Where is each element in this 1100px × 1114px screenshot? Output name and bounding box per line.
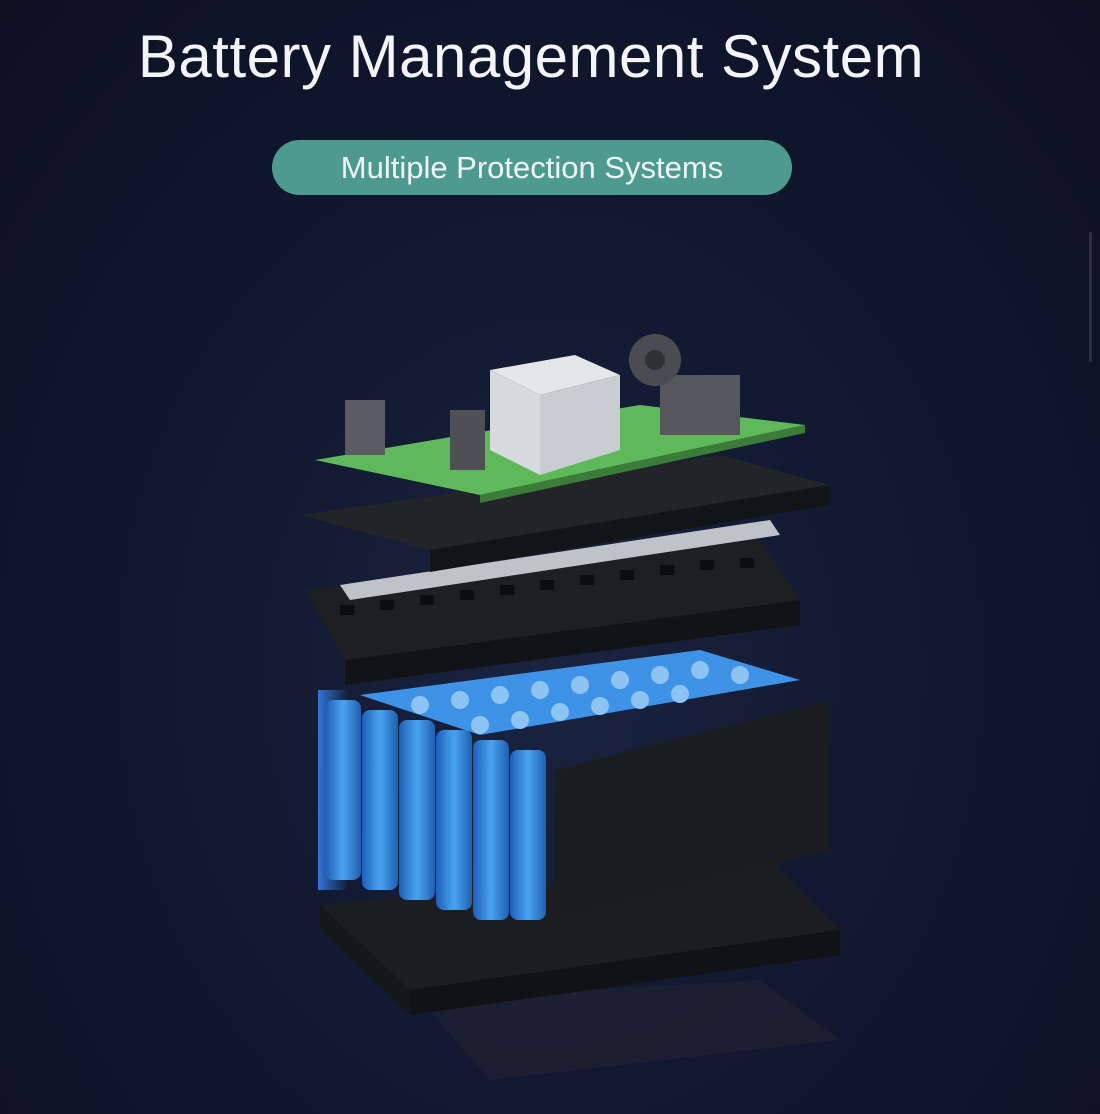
bms-tray — [300, 455, 830, 572]
page-title: Battery Management System — [137, 23, 925, 90]
scrollbar[interactable] — [1089, 232, 1092, 362]
protection-badge: Multiple Protection Systems — [272, 140, 792, 195]
reflection — [420, 980, 840, 1080]
bms-circuit-board — [315, 334, 805, 503]
top-cell-holder — [305, 520, 800, 685]
battery-cells — [318, 650, 830, 920]
